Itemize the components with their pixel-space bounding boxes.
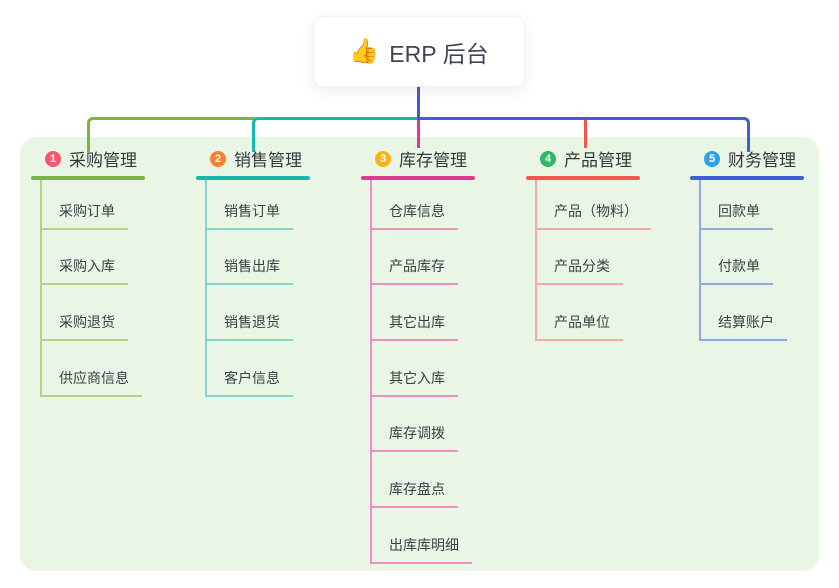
root-node-label: ERP 后台 — [389, 40, 489, 67]
child-node[interactable]: 采购订单 — [42, 201, 128, 230]
canvas-panel — [20, 137, 819, 571]
branch-underline — [196, 176, 310, 180]
child-node[interactable]: 供应商信息 — [42, 368, 142, 397]
child-node[interactable]: 采购入库 — [42, 256, 128, 286]
branch-header-sales[interactable]: 2 销售管理 — [196, 145, 356, 172]
child-row: 销售订单 — [207, 180, 356, 230]
branch-procurement: 1 采购管理 采购订单 采购入库 采购退货 供应商信息 — [31, 145, 191, 397]
child-row: 其它入库 — [372, 341, 521, 397]
child-node[interactable]: 采购退货 — [42, 312, 128, 341]
branch-header-finance[interactable]: 5 财务管理 — [690, 145, 839, 172]
child-row: 采购入库 — [42, 230, 191, 286]
child-node[interactable]: 库存调拨 — [372, 423, 458, 453]
branch-title: 采购管理 — [69, 151, 137, 170]
child-row: 回款单 — [701, 180, 839, 230]
branch-number-badge: 5 — [704, 150, 720, 167]
child-row: 其它出库 — [372, 285, 521, 341]
child-node[interactable]: 销售出库 — [207, 256, 293, 286]
branch-number-badge: 3 — [375, 150, 391, 167]
branch-header-product[interactable]: 4 产品管理 — [526, 145, 686, 172]
branch-number-badge: 1 — [45, 150, 61, 167]
connector-root — [417, 84, 420, 120]
branch-title: 库存管理 — [399, 151, 467, 170]
child-node[interactable]: 回款单 — [701, 201, 773, 230]
branch-header-inventory[interactable]: 3 库存管理 — [361, 145, 521, 172]
branch-title: 产品管理 — [564, 151, 632, 170]
child-node[interactable]: 客户信息 — [207, 368, 293, 397]
child-node[interactable]: 付款单 — [701, 256, 773, 286]
child-row: 销售出库 — [207, 230, 356, 286]
child-row: 采购订单 — [42, 180, 191, 230]
child-row: 付款单 — [701, 230, 839, 286]
child-node[interactable]: 出库库明细 — [372, 535, 472, 564]
branch-product: 4 产品管理 产品（物料） 产品分类 产品单位 — [526, 145, 686, 341]
branch-header-procurement[interactable]: 1 采购管理 — [31, 145, 191, 172]
connector-branch2 — [252, 117, 420, 152]
branch-underline — [526, 176, 640, 180]
child-row: 库存盘点 — [372, 452, 521, 508]
child-node[interactable]: 其它入库 — [372, 368, 458, 397]
child-node[interactable]: 产品（物料） — [537, 201, 651, 230]
child-row: 采购退货 — [42, 285, 191, 341]
thumbs-up-icon: 👍 — [349, 37, 380, 65]
child-node[interactable]: 结算账户 — [701, 312, 787, 341]
child-node[interactable]: 产品单位 — [537, 312, 623, 341]
child-node[interactable]: 其它出库 — [372, 312, 458, 341]
child-node[interactable]: 销售退货 — [207, 312, 293, 341]
root-node[interactable]: 👍 ERP 后台 — [313, 16, 525, 87]
branch-children: 回款单 付款单 结算账户 — [699, 179, 839, 341]
connector-branch4 — [584, 120, 587, 148]
child-row: 供应商信息 — [42, 341, 191, 397]
branch-inventory: 3 库存管理 仓库信息 产品库存 其它出库 其它入库 库存调拨 库存盘点 出库库… — [361, 145, 521, 564]
child-row: 出库库明细 — [372, 508, 521, 564]
child-row: 结算账户 — [701, 285, 839, 341]
child-node[interactable]: 库存盘点 — [372, 479, 458, 508]
child-row: 产品库存 — [372, 230, 521, 286]
child-row: 产品单位 — [537, 285, 686, 341]
branch-title: 销售管理 — [234, 151, 302, 170]
branch-number-badge: 4 — [540, 150, 556, 167]
branch-children: 仓库信息 产品库存 其它出库 其它入库 库存调拨 库存盘点 出库库明细 — [370, 179, 521, 564]
connector-branch5 — [417, 117, 750, 152]
connector-branch3 — [417, 120, 420, 148]
branch-finance: 5 财务管理 回款单 付款单 结算账户 — [690, 145, 839, 341]
child-row: 库存调拨 — [372, 397, 521, 453]
branch-underline — [361, 176, 475, 180]
child-node[interactable]: 产品分类 — [537, 256, 623, 286]
child-node[interactable]: 产品库存 — [372, 256, 458, 286]
child-row: 仓库信息 — [372, 180, 521, 230]
child-row: 产品（物料） — [537, 180, 686, 230]
child-row: 产品分类 — [537, 230, 686, 286]
branch-number-badge: 2 — [210, 150, 226, 167]
branch-children: 采购订单 采购入库 采购退货 供应商信息 — [40, 179, 191, 397]
branch-sales: 2 销售管理 销售订单 销售出库 销售退货 客户信息 — [196, 145, 356, 397]
child-row: 客户信息 — [207, 341, 356, 397]
branch-children: 产品（物料） 产品分类 产品单位 — [535, 179, 686, 341]
connector-branch1 — [87, 117, 255, 152]
branch-title: 财务管理 — [728, 151, 796, 170]
child-node[interactable]: 仓库信息 — [372, 201, 458, 230]
branch-underline — [690, 176, 804, 180]
branch-children: 销售订单 销售出库 销售退货 客户信息 — [205, 179, 356, 397]
branch-underline — [31, 176, 145, 180]
child-row: 销售退货 — [207, 285, 356, 341]
child-node[interactable]: 销售订单 — [207, 201, 293, 230]
